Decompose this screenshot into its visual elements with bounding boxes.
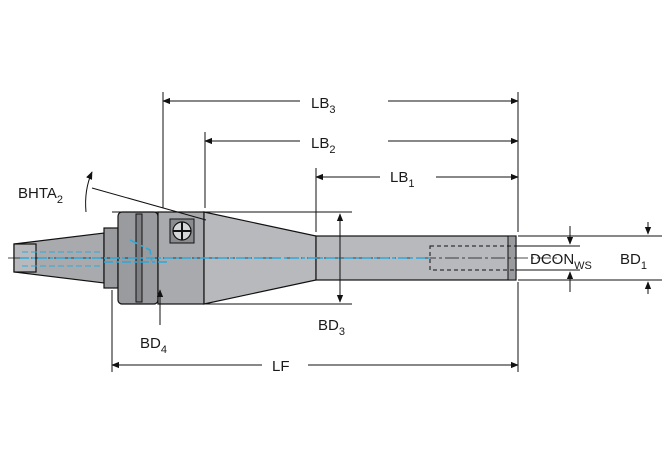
bd1-label: BD [620, 251, 641, 268]
svg-text:BHTA2: BHTA2 [18, 185, 63, 206]
bd3-sub: 3 [339, 326, 345, 338]
lb2-label: LB [311, 135, 329, 152]
screw-icon [169, 218, 195, 244]
bhta2-label: BHTA [18, 185, 57, 202]
lb1-sub: 1 [408, 178, 414, 190]
dconws-sub: WS [574, 260, 592, 272]
bhta2-sub: 2 [57, 194, 63, 206]
bd1-sub: 1 [641, 260, 647, 272]
bd4-sub: 4 [161, 344, 167, 356]
svg-text:LB1: LB1 [390, 169, 414, 190]
dim-lb3: LB3 [162, 92, 519, 232]
bd3-label: BD [318, 317, 339, 334]
svg-text:BD4: BD4 [140, 335, 167, 356]
dim-dconws: DCONWS [516, 226, 592, 292]
dim-lf: LF [111, 282, 519, 375]
dim-lb2: LB2 [204, 132, 519, 208]
svg-text:LB2: LB2 [311, 135, 335, 156]
dim-bd1: BD1 [518, 222, 662, 294]
svg-text:DCONWS: DCONWS [530, 251, 592, 272]
dconws-label: DCON [530, 251, 574, 268]
lb3-sub: 3 [329, 104, 335, 116]
dim-bd3: BD3 [204, 211, 352, 338]
lf-label: LF [272, 358, 290, 375]
bd4-label: BD [140, 335, 161, 352]
coolant-channel [20, 239, 430, 263]
svg-text:BD3: BD3 [318, 317, 345, 338]
dim-bd4: BD4 [140, 289, 167, 356]
coolant-channel-inner [22, 251, 100, 267]
svg-text:LB3: LB3 [311, 95, 335, 116]
svg-text:BD1: BD1 [620, 251, 647, 272]
lb2-sub: 2 [329, 144, 335, 156]
lb3-label: LB [311, 95, 329, 112]
tool-body [8, 211, 560, 305]
dim-lb1: LB1 [315, 168, 519, 232]
dim-bhta2: BHTA2 [18, 171, 207, 221]
lb1-label: LB [390, 169, 408, 186]
